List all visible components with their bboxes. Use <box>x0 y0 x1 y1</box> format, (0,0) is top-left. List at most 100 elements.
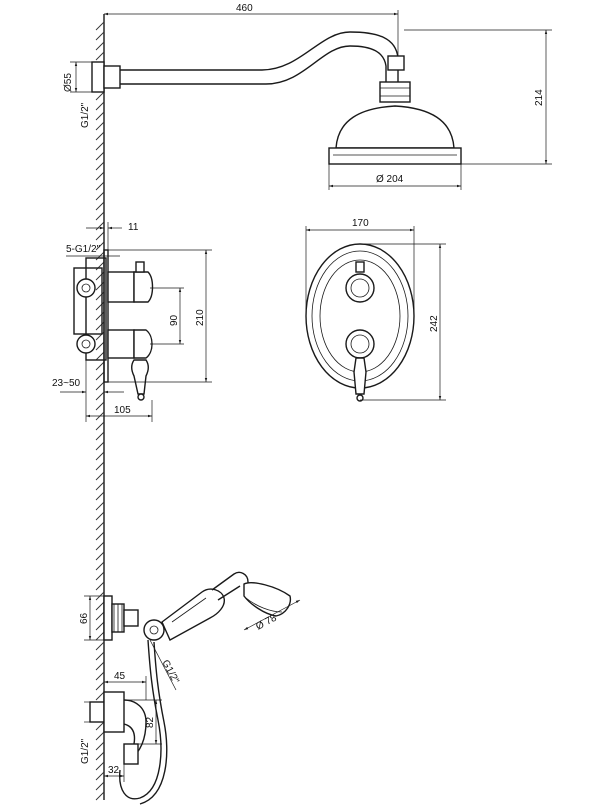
hatch-line <box>95 271 105 281</box>
wall-elbow <box>89 691 147 765</box>
hatch-line <box>95 521 105 531</box>
hatch-line <box>95 171 105 181</box>
hatch-line <box>95 461 105 471</box>
shower-arm <box>91 31 405 93</box>
hatch-line <box>95 41 105 51</box>
hatch-line <box>95 641 105 651</box>
dim-holder-height: 66 <box>79 595 104 641</box>
label-hose-thread: G1/2" <box>159 658 181 686</box>
hatch-line <box>95 161 105 171</box>
hatch-line <box>95 681 105 691</box>
hatch-line <box>95 91 105 101</box>
hatch-line <box>95 341 105 351</box>
hatch-line <box>95 661 105 671</box>
dim-elbow-height: 82 <box>124 699 162 745</box>
hatch-line <box>95 331 105 341</box>
dim-flange: Ø55 G1/2" <box>63 61 92 128</box>
dim-elbow-thread: G1/2" <box>80 701 91 764</box>
dim-elbow-projection: 45 <box>104 671 147 700</box>
hatch-line <box>95 361 105 371</box>
label-170: 170 <box>352 218 369 229</box>
hatch-line <box>95 231 105 241</box>
hatch-line <box>95 481 105 491</box>
label-242: 242 <box>429 315 440 332</box>
dim-wall-depth: 23~50 <box>52 360 124 398</box>
dim-valve-spacing: 90 <box>150 287 184 345</box>
hatch-line <box>95 441 105 451</box>
hatch-line <box>95 561 105 571</box>
hatch-line <box>95 381 105 391</box>
label-90: 90 <box>169 314 180 326</box>
hatch-line <box>95 51 105 61</box>
dim-mixer-depth: 105 <box>85 398 153 422</box>
hatch-line <box>95 211 105 221</box>
hatch-line <box>95 761 105 771</box>
dim-arm-height: 214 <box>404 29 552 165</box>
hatch-line <box>95 301 105 311</box>
hatch-line <box>95 471 105 481</box>
hatch-line <box>95 351 105 361</box>
hatch-line <box>95 311 105 321</box>
wall <box>95 14 105 801</box>
label-214: 214 <box>534 89 545 106</box>
hatch-line <box>95 541 105 551</box>
hatch-line <box>95 321 105 331</box>
hatch-line <box>95 141 105 151</box>
label-105: 105 <box>114 405 131 416</box>
hatch-line <box>95 221 105 231</box>
hatch-line <box>95 651 105 661</box>
label-45: 45 <box>114 671 126 682</box>
mixer-front-plate <box>305 243 415 402</box>
label-head-dia: Ø 204 <box>376 174 404 185</box>
label-66: 66 <box>79 612 90 624</box>
label-outlets: 5-G1/2" <box>66 244 101 255</box>
hatch-line <box>95 181 105 191</box>
label-32: 32 <box>108 765 120 776</box>
hatch-line <box>95 291 105 301</box>
hatch-line <box>95 431 105 441</box>
label-arm-thread: G1/2" <box>80 102 91 128</box>
dim-plate-height: 242 <box>360 243 446 401</box>
hand-shower-holder <box>103 595 165 641</box>
hatch-line <box>95 631 105 641</box>
hatch-line <box>95 691 105 701</box>
label-11: 11 <box>128 222 139 233</box>
hatch-line <box>95 391 105 401</box>
dim-mixer-offset: 11 <box>86 222 139 250</box>
shower-head <box>328 81 462 165</box>
hatch-line <box>95 101 105 111</box>
hatch-line <box>95 121 105 131</box>
hatch-line <box>95 551 105 561</box>
hatch-line <box>95 601 105 611</box>
dim-arm-length: 460 <box>104 3 399 56</box>
hatch-line <box>95 731 105 741</box>
wall-hatching <box>95 21 105 801</box>
shower-hose <box>119 639 168 805</box>
hatch-line <box>95 261 105 271</box>
hatch-line <box>95 621 105 631</box>
dim-box-height: 210 <box>108 249 212 383</box>
hatch-line <box>95 721 105 731</box>
hatch-line <box>95 451 105 461</box>
hatch-line <box>95 751 105 761</box>
hatch-line <box>95 371 105 381</box>
dim-head-dia: Ø 204 <box>328 164 462 190</box>
hatch-line <box>95 421 105 431</box>
mixer-side-view <box>73 249 154 401</box>
hatch-line <box>95 571 105 581</box>
label-23-50: 23~50 <box>52 378 81 389</box>
label-flange-dia: Ø55 <box>63 73 74 92</box>
hand-shower <box>161 571 292 641</box>
hatch-line <box>95 151 105 161</box>
hatch-line <box>95 491 105 501</box>
hatch-line <box>95 531 105 541</box>
hatch-line <box>95 611 105 621</box>
hatch-line <box>95 21 105 31</box>
hatch-line <box>95 511 105 521</box>
dim-plate-width: 170 <box>305 218 415 316</box>
hatch-line <box>95 111 105 121</box>
hatch-line <box>95 781 105 791</box>
label-460: 460 <box>236 3 253 14</box>
hatch-line <box>95 201 105 211</box>
